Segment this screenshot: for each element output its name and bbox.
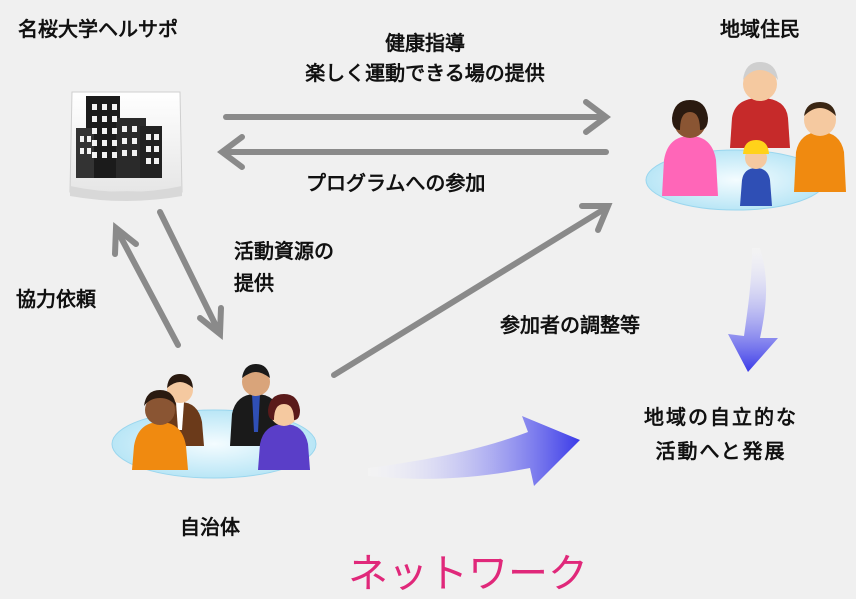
residents-label: 地域住民: [720, 17, 800, 41]
university-label: 名桜大学ヘルサポ: [18, 17, 178, 41]
cooperation-label: 協力依頼: [16, 287, 96, 311]
office-building-icon: [69, 91, 183, 201]
arrow-coordination: [331, 203, 613, 378]
arrow-municipality-to-outcome: [368, 416, 580, 486]
participation-label: プログラムへの参加: [306, 171, 486, 195]
officials-group-icon: [111, 364, 317, 479]
resources-label-line2: 提供: [234, 271, 274, 295]
network-label: ネットワーク: [348, 551, 588, 597]
guidance-label-line2: 楽しく運動できる場の提供: [305, 61, 545, 85]
municipality-label: 自治体: [180, 515, 240, 539]
arrow-residents-to-outcome: [728, 248, 778, 372]
residents-group-icon: [645, 62, 846, 211]
coordination-label: 参加者の調整等: [500, 313, 640, 337]
arrow-resources: [157, 209, 224, 341]
guidance-label-line1: 健康指導: [385, 31, 465, 55]
arrow-participation: [217, 134, 609, 170]
resources-label-line1: 活動資源の: [234, 239, 334, 263]
outcome-label-line2: 活動へと発展: [655, 439, 787, 463]
arrow-cooperation: [112, 221, 181, 348]
outcome-label-line1: 地域の自立的な: [644, 405, 798, 429]
arrow-guidance: [223, 99, 611, 135]
